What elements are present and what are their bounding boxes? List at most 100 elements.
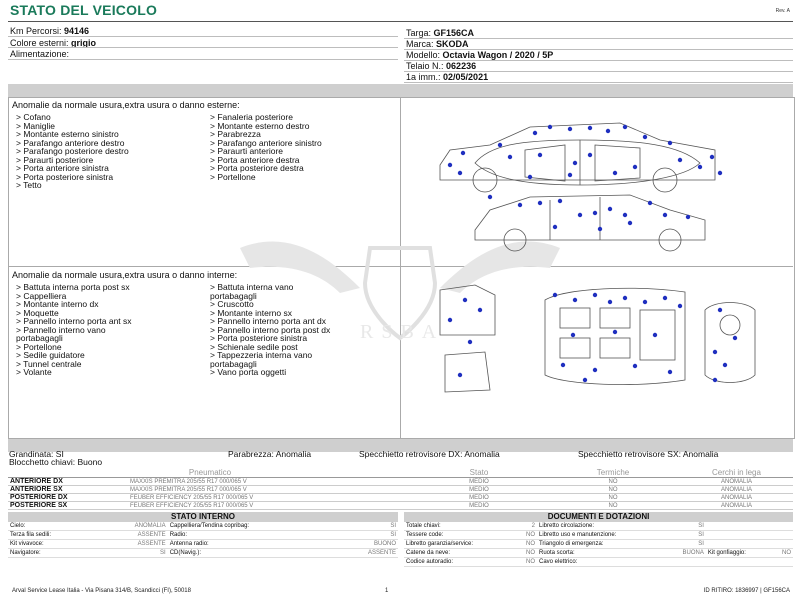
interior-item: > Pannello interno porta ant sx (16, 316, 132, 326)
exterior-item: > Cofano (16, 112, 51, 122)
interior-item: > Montante interno dx (16, 299, 99, 309)
tyre-cerchi: ANOMALIA (680, 477, 793, 486)
interior-item: portabagagli (210, 358, 257, 369)
table-row: Libretto garanzia/service:NO Triangolo d… (404, 539, 793, 549)
tyre-stato: MEDIO (412, 493, 546, 502)
targa-field: Targa: GF156CA (406, 28, 475, 38)
exterior-title: Anomalie da normale usura,extra usura o … (12, 100, 240, 110)
tyre-termiche: NO (546, 493, 680, 502)
exterior-item: > Portellone (210, 171, 256, 182)
table-row: POSTERIORE SX FEUBER EFFICIENCY 205/55 R1… (8, 501, 793, 510)
stato-header: Stato (412, 468, 546, 478)
tyre-cerchi: ANOMALIA (680, 493, 793, 502)
tyre-position: ANTERIORE DX (10, 478, 63, 485)
interior-item: > Battuta interna vano (210, 282, 294, 292)
stato-interno-title: STATO INTERNO (8, 512, 398, 522)
footer-address: Arval Service Lease Italia - Via Pisana … (12, 588, 191, 594)
cerchi-header: Cerchi in lega (680, 468, 793, 478)
page-number: 1 (385, 588, 389, 594)
tyre-stato: MEDIO (412, 485, 546, 494)
interior-item: > Moquette (16, 307, 59, 318)
interior-list-1: > Battuta interna porta post sx > Cappel… (16, 283, 132, 377)
specchietto-sx-text: Specchietto retrovisore SX: Anomalia (578, 449, 719, 459)
table-row: Terza fila sedili:ASSENTE Radio:SI (8, 530, 398, 540)
exterior-item: > Maniglie (16, 120, 55, 131)
blocchetto-text: Blocchetto chiavi: Buono (9, 457, 103, 467)
exterior-item: > Porta anteriore destra (210, 154, 300, 165)
interior-item: portabagagli (16, 333, 63, 343)
table-row: Cielo:ANOMALIA Cappelliera/Tendina copri… (8, 522, 398, 531)
watermark-logo: RSBA (240, 241, 560, 343)
tyre-position: ANTERIORE SX (10, 486, 63, 493)
interior-list-2: > Battuta interna vano portabagagli > Cr… (210, 283, 330, 377)
tyres-table: Pneumatico Stato Termiche Cerchi in lega… (8, 468, 793, 510)
interior-item: > Montante interno sx (210, 307, 292, 318)
damage-panel (8, 97, 795, 439)
interior-item: > Volante (16, 367, 52, 377)
header-rule (8, 21, 793, 22)
exterior-list-1: > Cofano > Maniglie > Montante esterno s… (16, 113, 129, 190)
interior-item: portabagagli (210, 290, 257, 301)
exterior-item: > Paraurti posteriore (16, 154, 94, 165)
documenti-title: DOCUMENTI E DOTAZIONI (404, 512, 793, 522)
table-row: Catene da neve:NO Ruota scorta:BUONA Kit… (404, 548, 793, 558)
termiche-header: Termiche (546, 468, 680, 478)
table-row: Tessere code:NO Libretto uso e manutenzi… (404, 530, 793, 540)
telaio-field: Telaio N.: 062236 (406, 61, 477, 71)
interior-item: > Pannello interno porta post dx (210, 324, 331, 335)
tyre-termiche: NO (546, 501, 680, 510)
tyre-position: POSTERIORE SX (10, 502, 68, 509)
tyre-model: FEUBER EFFICIENCY 205/55 R17 000/065 V (130, 503, 254, 509)
alimentazione-field: Alimentazione: (10, 49, 70, 59)
interior-item: > Tappezzeria interna vano (210, 350, 313, 360)
exterior-car-diagram (439, 122, 723, 252)
exterior-item: > Paraurti anteriore (210, 146, 283, 156)
interior-item: > Sedile guidatore (16, 350, 85, 360)
interior-car-diagram (439, 284, 756, 393)
interior-item: > Cappelliera (16, 290, 67, 301)
table-row: ANTERIORE SX MAXXIS PREMITRA 205/55 R17 0… (8, 485, 793, 494)
imm-field: 1a imm.: 02/05/2021 (406, 72, 489, 82)
svg-text:RSBA: RSBA (360, 321, 444, 343)
exterior-item: > Parafango anteriore destro (16, 137, 125, 148)
exterior-item: > Fanaleria posteriore (210, 112, 293, 122)
exterior-item: > Parafango anteriore sinistro (210, 137, 322, 148)
table-row: Navigatore:SI CD(Navig.):ASSENTE (8, 548, 398, 558)
exterior-item: > Porta posteriore sinistra (16, 171, 114, 182)
interior-item: > Tunnel centrale (16, 358, 82, 369)
stato-interno-table: Cielo:ANOMALIA Cappelliera/Tendina copri… (8, 522, 398, 558)
table-row: Codice autoradio:NO Cavo elettrico: (404, 557, 793, 567)
tyre-model: MAXXIS PREMITRA 205/55 R17 000/065 V (130, 487, 247, 493)
table-row: Kit vivavoce:ASSENTE Antenna radio:BUONO (8, 539, 398, 549)
interior-item: > Battuta interna porta post sx (16, 282, 130, 292)
exterior-item: > Montante esterno destro (210, 120, 310, 131)
documenti-table: Totale chiavi:2 Libretto circolazione:SI… (404, 522, 793, 567)
tyre-termiche: NO (546, 485, 680, 494)
page-title: STATO DEL VEICOLO (10, 2, 158, 18)
tyre-cerchi: ANOMALIA (680, 485, 793, 494)
exterior-list-2: > Fanaleria posteriore > Montante estern… (210, 113, 322, 181)
tyre-stato: MEDIO (412, 501, 546, 510)
tyre-cerchi: ANOMALIA (680, 501, 793, 510)
interior-item: > Cruscotto (210, 299, 254, 309)
status-band (8, 439, 793, 452)
interior-title: Anomalie da normale usura,extra usura o … (12, 270, 238, 280)
km-field: Km Percorsi: 94146 (10, 26, 90, 36)
interior-item: > Pannello interno porta ant dx (210, 316, 327, 326)
parabrezza-text: Parabrezza: Anomalia (228, 449, 312, 459)
revision-label: Rev. A (775, 8, 790, 14)
tyre-header: Pneumatico (8, 468, 412, 478)
interior-item: > Pannello interno vano (16, 324, 106, 335)
tyre-stato: MEDIO (412, 477, 546, 486)
interior-item: > Portellone (16, 341, 62, 352)
tyre-model: FEUBER EFFICIENCY 205/55 R17 000/065 V (130, 495, 254, 501)
grandinata-text: Grandinata: SI (9, 449, 64, 459)
footer-id: ID RITIRO: 1836997 | GF156CA (703, 588, 790, 594)
exterior-item: > Porta posteriore destra (210, 163, 304, 173)
marca-field: Marca: SKODA (406, 39, 469, 49)
interior-item: > Vano porta oggetti (210, 367, 287, 377)
exterior-item: > Parabrezza (210, 129, 261, 139)
interior-item: > Schienale sedile post (210, 341, 298, 352)
